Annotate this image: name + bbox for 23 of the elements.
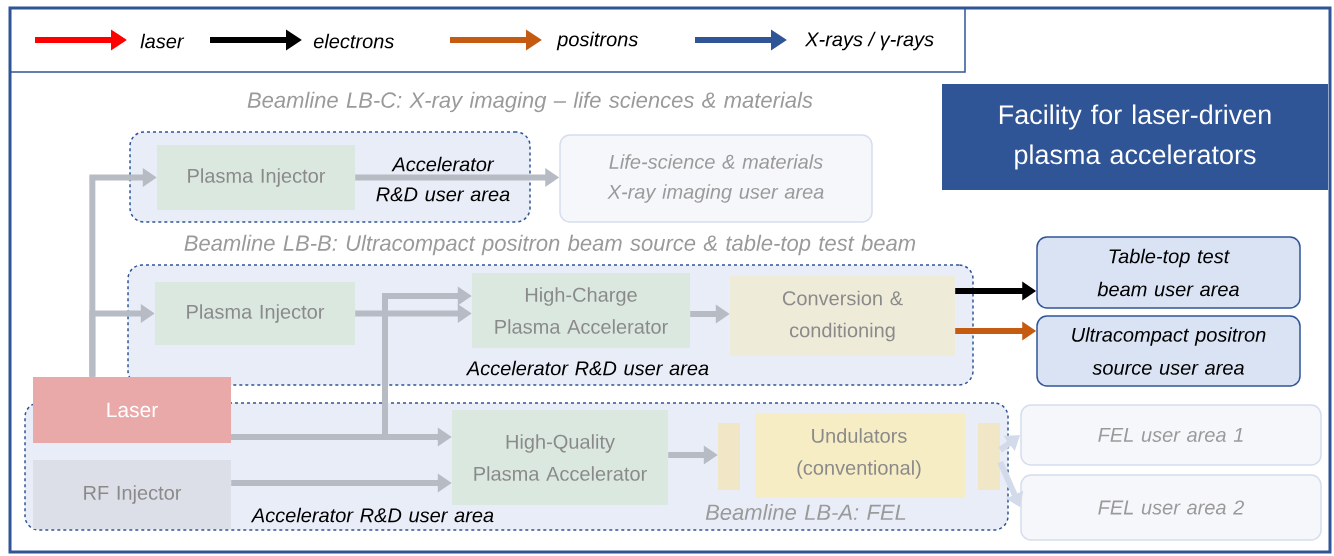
legend-label: positrons — [556, 31, 638, 51]
process-box: Conversion & conditioning — [730, 276, 955, 356]
laser-box: Laser — [33, 377, 231, 443]
legend-label: X-rays / γ-rays — [804, 31, 934, 51]
process-box: High-Charge Plasma Accelerator — [472, 273, 690, 348]
title-box: Facility for laser-driven plasma accelerators — [942, 84, 1328, 190]
process-box: High-Quality Plasma Accelerator — [452, 410, 668, 505]
process-box: RF Injector — [33, 460, 231, 529]
user-area-box: FEL user area 1 — [1020, 404, 1322, 466]
area-label: Accelerator R&D user area — [250, 507, 494, 523]
beamline-heading: Beamline LB-A: FEL — [705, 503, 906, 521]
legend-label: electrons — [313, 33, 394, 49]
legend-label: laser — [140, 33, 185, 49]
user-area-box: Life-science & materials X-ray imaging user area — [559, 134, 873, 223]
beamline-heading: Beamline LB-B: Ultracompact positron beam source & table-top test beam — [184, 234, 916, 256]
process-box: Plasma Injector — [155, 282, 355, 345]
user-area-box: Table-top test beam user area — [1036, 236, 1301, 309]
area-label: Accelerator R&D user area — [376, 156, 510, 202]
process-box: Plasma Injector — [157, 145, 355, 210]
area-label: Accelerator R&D user area — [465, 360, 709, 376]
user-area-box: Ultracompact positron source user area — [1036, 315, 1301, 387]
beamline-heading: Beamline LB-C: X-ray imaging – life sciences & materials — [247, 91, 813, 113]
user-area-box: FEL user area 2 — [1020, 474, 1322, 541]
